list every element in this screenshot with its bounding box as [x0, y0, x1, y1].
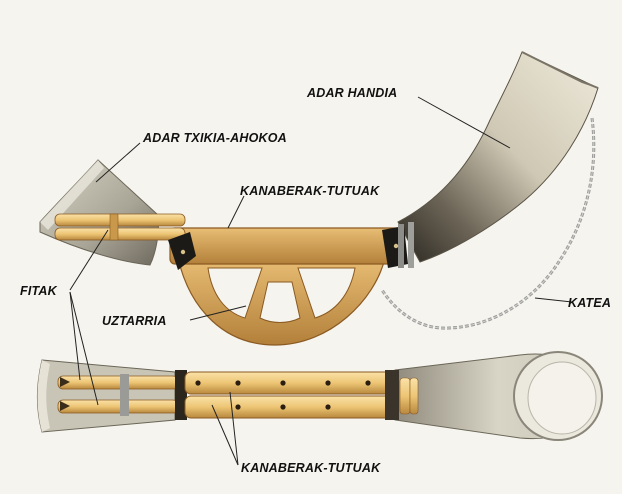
bottom-horn-inner: [528, 362, 596, 434]
bottom-reed-bottom: [58, 400, 178, 413]
bottom-end-reed: [400, 378, 410, 414]
leader-katea: [535, 298, 572, 302]
label-kanaberak-top: KANABERAK-TUTUAK: [240, 184, 379, 198]
bottom-tube-top: [185, 372, 395, 394]
label-fitak: FITAK: [20, 284, 57, 298]
big-horn: [398, 52, 598, 262]
rivet: [394, 244, 398, 248]
wooden-body: [170, 228, 402, 264]
bottom-reed-top: [58, 376, 178, 389]
bottom-instrument: [38, 352, 603, 440]
metal-band: [408, 222, 414, 268]
leader-kanaberak-top: [228, 196, 244, 228]
rivet: [181, 250, 185, 254]
reed-tube-bottom: [55, 228, 185, 240]
reed-tube-top: [55, 214, 185, 226]
label-kanaberak-bottom: KANABERAK-TUTUAK: [241, 461, 380, 475]
label-adar-handia: ADAR HANDIA: [307, 86, 397, 100]
reed-joint: [110, 214, 118, 240]
bottom-right-fitting: [385, 370, 399, 420]
leader-adar-txikia: [96, 143, 140, 182]
bottom-metal-band: [120, 374, 129, 416]
metal-band: [398, 224, 404, 268]
bottom-end-reed: [410, 378, 418, 414]
bottom-small-horn: [38, 360, 176, 432]
label-katea: KATEA: [568, 296, 611, 310]
label-uztarria: UZTARRIA: [102, 314, 167, 328]
label-adar-txikia: ADAR TXIKIA-AHOKOA: [143, 131, 287, 145]
